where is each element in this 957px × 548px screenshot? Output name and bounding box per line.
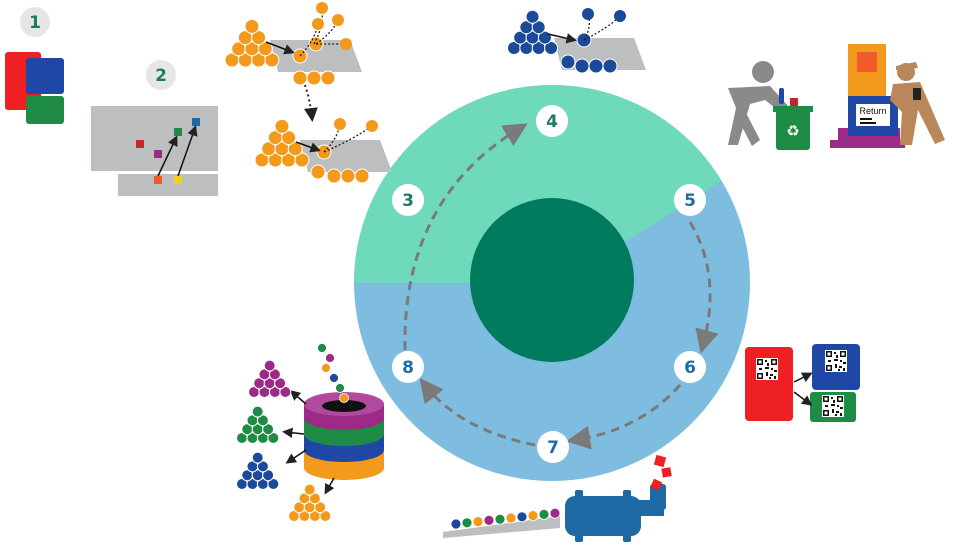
falling-ball xyxy=(321,363,331,373)
qr-code-icon xyxy=(822,395,844,417)
conveyor-ball xyxy=(450,518,462,530)
step-badge-8: 8 xyxy=(392,351,424,383)
orange-sphere-pile xyxy=(224,18,280,68)
step-8-sorting-illustration xyxy=(236,343,384,522)
conveyor-ball xyxy=(505,512,517,524)
navy-sphere-pile xyxy=(507,9,559,55)
falling-ball xyxy=(335,383,345,393)
step-label-7: 7 xyxy=(547,438,559,458)
orange-sphere-pile xyxy=(254,118,310,168)
step-6-qr-cards xyxy=(745,344,860,422)
qr-code-icon xyxy=(756,358,778,380)
step-badge-3: 3 xyxy=(392,184,424,216)
step-5-recycling-person: ♻ xyxy=(728,61,813,150)
step-badge-1: 1 xyxy=(20,7,50,37)
recycle-icon: ♻ xyxy=(786,122,799,140)
falling-ball xyxy=(339,393,349,403)
falling-ball xyxy=(317,343,327,353)
conveyor-ball xyxy=(516,511,528,523)
step-3-dotted-arrow xyxy=(303,84,318,122)
step-label-5: 5 xyxy=(684,191,696,211)
step-label-2: 2 xyxy=(155,66,167,86)
step-badge-2: 2 xyxy=(146,60,176,90)
conveyor-ball xyxy=(483,515,495,526)
conveyor-ball xyxy=(549,507,561,519)
step-label-6: 6 xyxy=(684,358,696,378)
conveyor-ball xyxy=(494,513,506,525)
cycle-arrows xyxy=(403,123,719,450)
step-badge-4: 4 xyxy=(536,105,568,137)
conveyor-ball xyxy=(538,509,550,520)
green-sphere-pile xyxy=(236,405,280,444)
orange-sphere-pile xyxy=(288,483,332,522)
return-sign-text: Return xyxy=(859,106,886,116)
conveyor-ball xyxy=(461,517,473,529)
step-badges: 1 2 3 4 5 6 7 8 xyxy=(20,7,706,463)
step-badge-5: 5 xyxy=(674,184,706,216)
step-7-shredder-illustration xyxy=(443,454,672,542)
step-badge-7: 7 xyxy=(537,431,569,463)
conveyor-ball xyxy=(527,510,539,521)
step-badge-6: 6 xyxy=(674,351,706,383)
step-1-colour-blocks-illustration xyxy=(5,52,64,124)
falling-ball xyxy=(329,373,339,383)
step-3-orange-spheres-bottom xyxy=(254,118,392,184)
step-2-mapping-illustration xyxy=(91,106,218,196)
lifecycle-ring xyxy=(354,85,750,481)
step-label-1: 1 xyxy=(29,13,41,33)
purple-sphere-pile xyxy=(248,359,292,398)
falling-ball xyxy=(325,353,335,363)
step-5-return-kiosk: Return xyxy=(830,44,945,148)
qr-code-icon xyxy=(825,350,847,372)
step-label-8: 8 xyxy=(402,358,414,378)
navy-sphere-pile xyxy=(236,451,280,490)
conveyor-ball xyxy=(472,516,484,527)
ring-teal-section xyxy=(354,85,750,283)
step-3-orange-spheres-top xyxy=(224,2,362,86)
step-4-navy-spheres xyxy=(507,8,646,74)
ring-core xyxy=(470,198,634,362)
step-label-4: 4 xyxy=(546,112,558,132)
step-label-3: 3 xyxy=(402,191,414,211)
